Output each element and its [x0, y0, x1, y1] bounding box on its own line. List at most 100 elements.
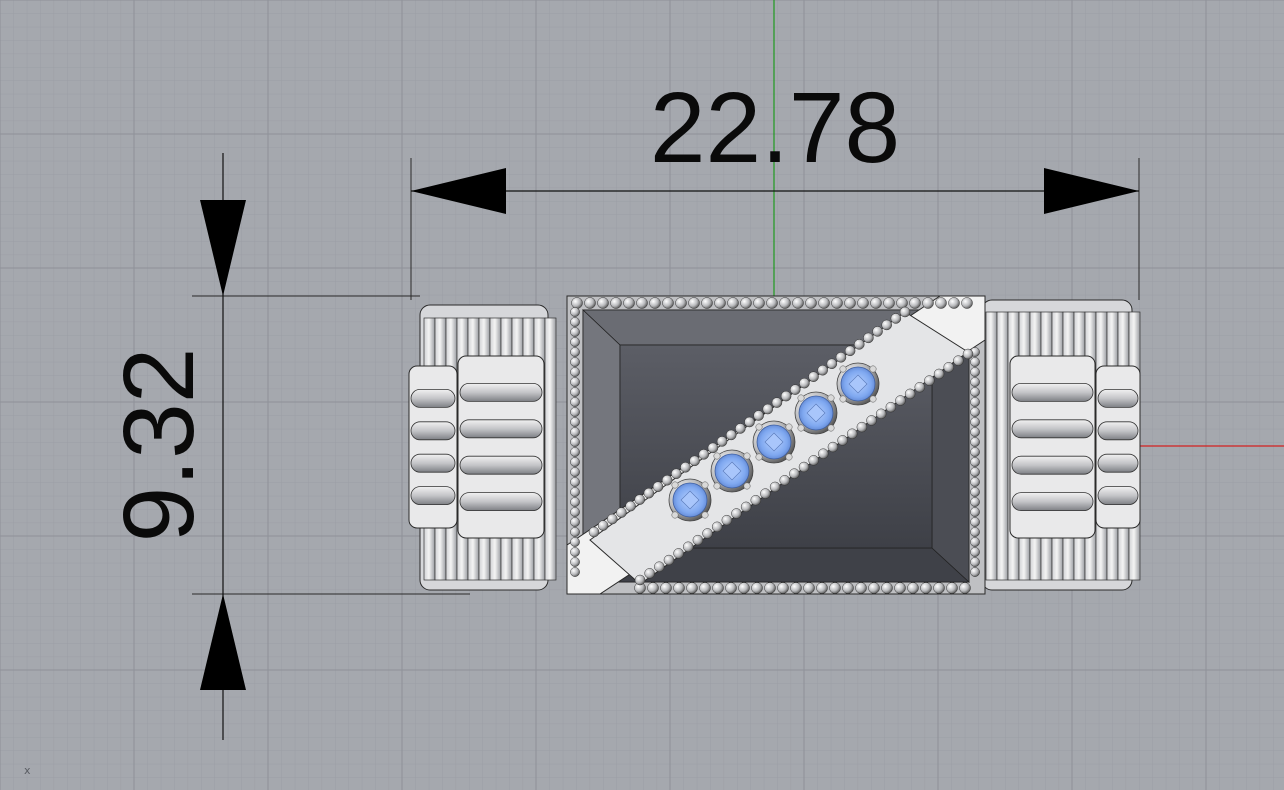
- milgrain-bead: [970, 557, 980, 567]
- milgrain-bead: [570, 327, 580, 337]
- height-dimension[interactable]: 9.32: [103, 153, 470, 740]
- milgrain-bead: [751, 582, 763, 594]
- milgrain-bead: [692, 534, 704, 546]
- rib-groove: [1011, 492, 1094, 512]
- milgrain-bead: [961, 297, 973, 309]
- milgrain-bead: [789, 468, 800, 479]
- milgrain-bead: [808, 371, 819, 382]
- milgrain-bead: [780, 390, 792, 402]
- milgrain-bead: [842, 582, 854, 594]
- milgrain-bead: [933, 368, 945, 380]
- milgrain-bead: [837, 435, 848, 446]
- milgrain-bead: [868, 582, 880, 594]
- milgrain-bead: [909, 297, 921, 309]
- milgrain-bead: [894, 582, 906, 594]
- gem-facet: [722, 461, 742, 481]
- milgrain-bead: [970, 527, 980, 537]
- milgrain-bead: [970, 447, 980, 457]
- blue-gemstones[interactable]: [668, 362, 880, 522]
- width-arrow-right: [1044, 168, 1139, 214]
- gem-prong: [743, 482, 751, 490]
- axis-x-indicator-label: x: [24, 764, 31, 777]
- milgrain-bead: [970, 437, 980, 447]
- milgrain-bead: [662, 297, 674, 309]
- milgrain-bead: [570, 347, 580, 357]
- milgrain-bead: [570, 457, 580, 467]
- rib-groove: [1097, 388, 1139, 408]
- milgrain-bead: [570, 337, 580, 347]
- milgrain-bead: [570, 437, 580, 447]
- milgrain-bead: [935, 297, 947, 309]
- milgrain-bead: [970, 497, 980, 507]
- milgrain-bead: [625, 500, 636, 512]
- milgrain-bead: [970, 547, 980, 557]
- rib-groove: [1097, 453, 1139, 473]
- milgrain-bead: [943, 362, 954, 373]
- milgrain-bead: [970, 367, 980, 377]
- milgrain-bead: [779, 297, 791, 309]
- gem-facet: [680, 490, 700, 510]
- milgrain-bead: [570, 477, 580, 487]
- gem-prong: [755, 423, 763, 431]
- milgrain-bead: [959, 582, 971, 594]
- rib-groove: [410, 486, 456, 506]
- rib-groove: [459, 455, 543, 475]
- milgrain-bead: [762, 403, 774, 415]
- milgrain-bead: [721, 514, 733, 526]
- milgrain-bead: [644, 568, 655, 579]
- flute-strip: [996, 311, 1009, 581]
- gem-prong: [839, 395, 847, 403]
- milgrain-bead: [570, 567, 580, 577]
- milgrain-bead: [570, 507, 580, 517]
- milgrain-bead: [970, 537, 980, 547]
- milgrain-bead: [904, 388, 916, 400]
- milgrain-bead: [818, 297, 830, 309]
- ring-model[interactable]: [408, 295, 1141, 595]
- milgrain-bead: [803, 582, 815, 594]
- milgrain-beads: [570, 297, 980, 594]
- rib-groove: [459, 419, 543, 439]
- gem-facet: [806, 403, 826, 423]
- milgrain-bead: [846, 428, 858, 440]
- height-arrow-top: [200, 200, 246, 296]
- milgrain-bead: [881, 582, 893, 594]
- left-ribbed-band: [408, 355, 545, 539]
- milgrain-bead: [699, 582, 711, 594]
- milgrain-bead: [777, 582, 789, 594]
- milgrain-bead: [607, 513, 618, 525]
- milgrain-bead: [970, 507, 980, 517]
- height-arrow-bottom: [200, 594, 246, 690]
- milgrain-bead: [682, 541, 694, 553]
- milgrain-bead: [835, 352, 847, 363]
- milgrain-bead: [799, 377, 810, 389]
- width-dimension-label: 22.78: [650, 72, 900, 184]
- flute-strip: [985, 311, 998, 581]
- gem-prong: [827, 394, 835, 402]
- milgrain-bead: [970, 417, 980, 427]
- milgrain-bead: [570, 557, 580, 567]
- milgrain-bead: [735, 423, 746, 434]
- width-arrow-left: [411, 168, 506, 214]
- milgrain-bead: [933, 582, 945, 594]
- milgrain-bead: [914, 381, 926, 393]
- milgrain-bead: [764, 582, 776, 594]
- milgrain-bead: [652, 481, 664, 492]
- milgrain-bead: [570, 367, 580, 377]
- rib-groove: [1011, 455, 1094, 475]
- milgrain-bead: [570, 317, 580, 327]
- milgrain-bead: [643, 487, 655, 499]
- width-dimension[interactable]: 22.78: [410, 72, 1140, 300]
- milgrain-bead: [744, 416, 755, 428]
- milgrain-bead: [570, 497, 580, 507]
- milgrain-bead: [970, 427, 980, 437]
- milgrain-bead: [570, 487, 580, 497]
- gem-prong: [713, 452, 721, 460]
- milgrain-bead: [895, 395, 906, 406]
- rib-groove: [410, 453, 456, 473]
- milgrain-bead: [953, 355, 964, 366]
- milgrain-bead: [779, 475, 790, 486]
- milgrain-bead: [680, 462, 691, 473]
- milgrain-bead: [866, 415, 877, 426]
- milgrain-bead: [808, 455, 819, 466]
